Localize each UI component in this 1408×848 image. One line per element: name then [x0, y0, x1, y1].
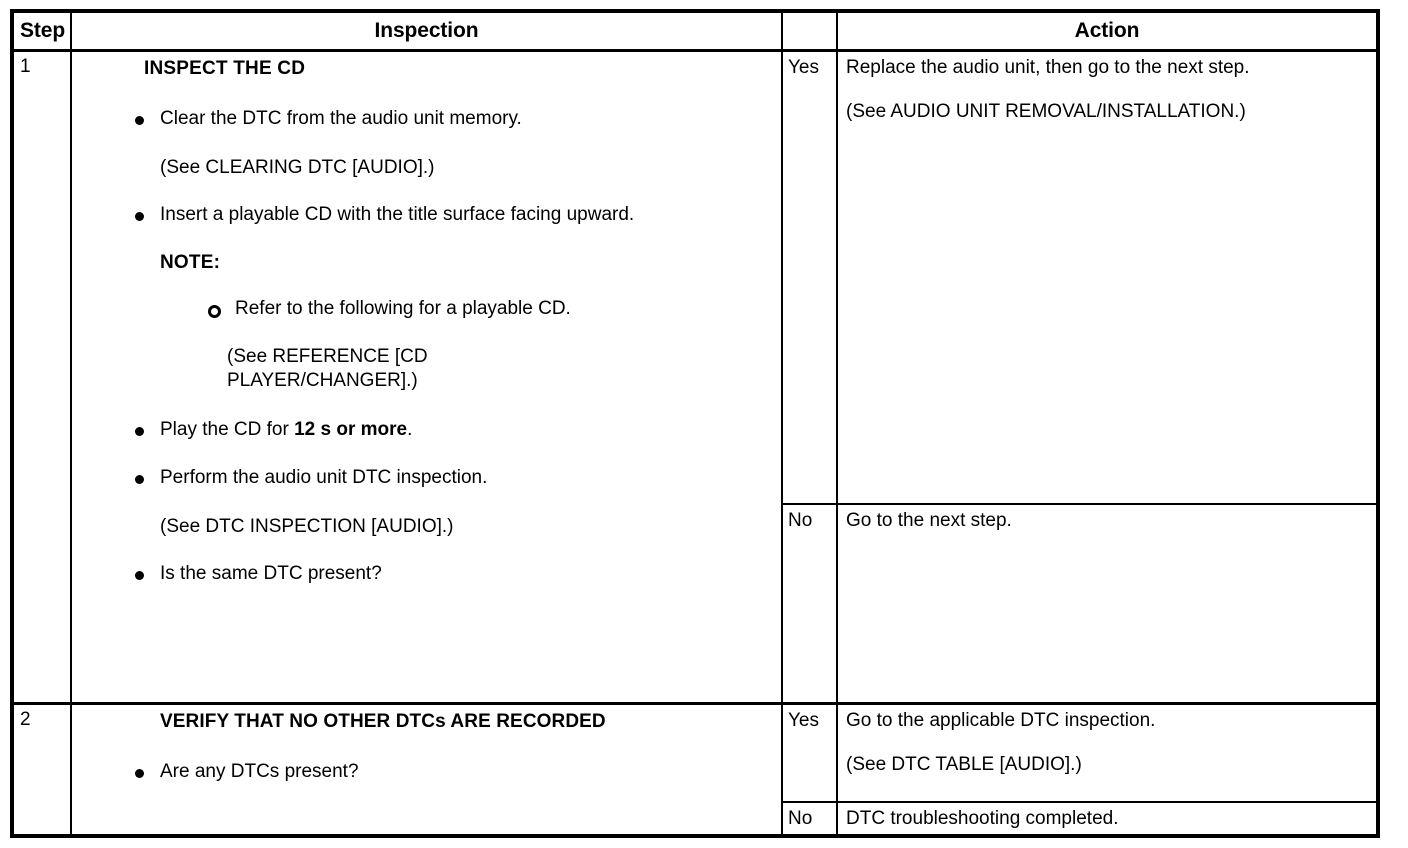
column-header-yesno	[783, 13, 838, 49]
list-item-text-prefix: Play the CD for	[160, 418, 295, 440]
inspection-title: INSPECT THE CD	[144, 58, 306, 79]
answer-block-yes: Yes Replace the audio unit, then go to t…	[783, 52, 1376, 503]
list-item: Is the same DTC present?	[82, 563, 771, 586]
bullet-solid-icon	[135, 769, 144, 778]
table-row: 2 VERIFY THAT NO OTHER DTCs ARE RECORDED…	[14, 702, 1376, 834]
action-cell-group: Yes Go to the applicable DTC inspection.…	[783, 705, 1376, 834]
answer-block-no: No DTC troubleshooting completed.	[783, 801, 1376, 834]
action-line: Go to the applicable DTC inspection.	[846, 710, 1156, 731]
answer-label-no: No	[783, 803, 838, 834]
list-item-text: Perform the audio unit DTC inspection.	[160, 467, 488, 489]
list-item: Are any DTCs present?	[82, 761, 771, 784]
reference-note-line1: (See REFERENCE [CD	[227, 346, 428, 368]
action-line: (See DTC TABLE [AUDIO].)	[846, 753, 1082, 775]
reference-note-text: (See CLEARING DTC [AUDIO].)	[160, 156, 435, 178]
list-item-text: Are any DTCs present?	[160, 761, 359, 782]
answer-label-no: No	[783, 505, 838, 702]
table-header-row: Step Inspection Action	[14, 13, 1376, 52]
list-item-text: Refer to the following for a playable CD…	[235, 298, 571, 320]
bullet-solid-icon	[135, 426, 144, 436]
action-text: Go to the applicable DTC inspection. (Se…	[838, 705, 1376, 801]
list-item: Perform the audio unit DTC inspection.	[82, 467, 771, 490]
inspection-title: VERIFY THAT NO OTHER DTCs ARE RECORDED	[160, 711, 606, 732]
list-item: Refer to the following for a playable CD…	[82, 298, 771, 321]
column-header-action: Action	[1074, 19, 1140, 42]
troubleshooting-table: Step Inspection Action 1 INSPECT THE CD …	[10, 9, 1380, 838]
list-item: Clear the DTC from the audio unit memory…	[82, 108, 771, 131]
answer-label-yes: Yes	[783, 52, 838, 503]
list-item-text: Clear the DTC from the audio unit memory…	[160, 108, 522, 129]
answer-label-yes: Yes	[783, 705, 838, 801]
bullet-solid-icon	[135, 571, 144, 581]
note-label: NOTE:	[160, 252, 221, 274]
inspection-cell: VERIFY THAT NO OTHER DTCs ARE RECORDED A…	[72, 705, 783, 834]
answer-block-yes: Yes Go to the applicable DTC inspection.…	[783, 705, 1376, 801]
bullet-solid-icon	[135, 475, 144, 485]
reference-note: (See REFERENCE [CD PLAYER/CHANGER].)	[227, 345, 527, 393]
action-text: DTC troubleshooting completed.	[838, 803, 1376, 834]
list-item: Play the CD for 12 s or more.	[82, 419, 771, 442]
column-header-step: Step	[14, 13, 72, 49]
bullet-hollow-icon	[208, 305, 221, 319]
step-number: 2	[14, 705, 72, 834]
table-row: 1 INSPECT THE CD Clear the DTC from the …	[14, 52, 1376, 702]
step-number: 1	[14, 52, 72, 702]
action-line: DTC troubleshooting completed.	[846, 808, 1119, 829]
action-cell-group: Yes Replace the audio unit, then go to t…	[783, 52, 1376, 702]
action-text: Go to the next step.	[838, 505, 1376, 702]
action-line: Replace the audio unit, then go to the n…	[846, 57, 1250, 78]
reference-note: (See CLEARING DTC [AUDIO].)	[160, 157, 771, 180]
bullet-solid-icon	[135, 211, 144, 221]
column-header-inspection: Inspection	[72, 13, 783, 49]
list-item: Insert a playable CD with the title surf…	[82, 204, 771, 227]
list-item-text: Is the same DTC present?	[160, 563, 382, 585]
action-line: Go to the next step.	[846, 510, 1012, 531]
answer-block-no: No Go to the next step.	[783, 503, 1376, 702]
reference-note-line2: PLAYER/CHANGER].)	[227, 369, 418, 391]
inspection-cell: INSPECT THE CD Clear the DTC from the au…	[72, 52, 783, 702]
list-item-text-emphasis: 12 s or more	[294, 418, 408, 440]
action-text: Replace the audio unit, then go to the n…	[838, 52, 1376, 503]
action-line: (See AUDIO UNIT REMOVAL/INSTALLATION.)	[846, 100, 1246, 122]
list-item-text: Insert a playable CD with the title surf…	[160, 203, 635, 225]
reference-note: (See DTC INSPECTION [AUDIO].)	[160, 516, 771, 539]
reference-note-text: (See DTC INSPECTION [AUDIO].)	[160, 516, 454, 538]
list-item-text-suffix: .	[407, 418, 413, 440]
bullet-solid-icon	[135, 116, 144, 125]
